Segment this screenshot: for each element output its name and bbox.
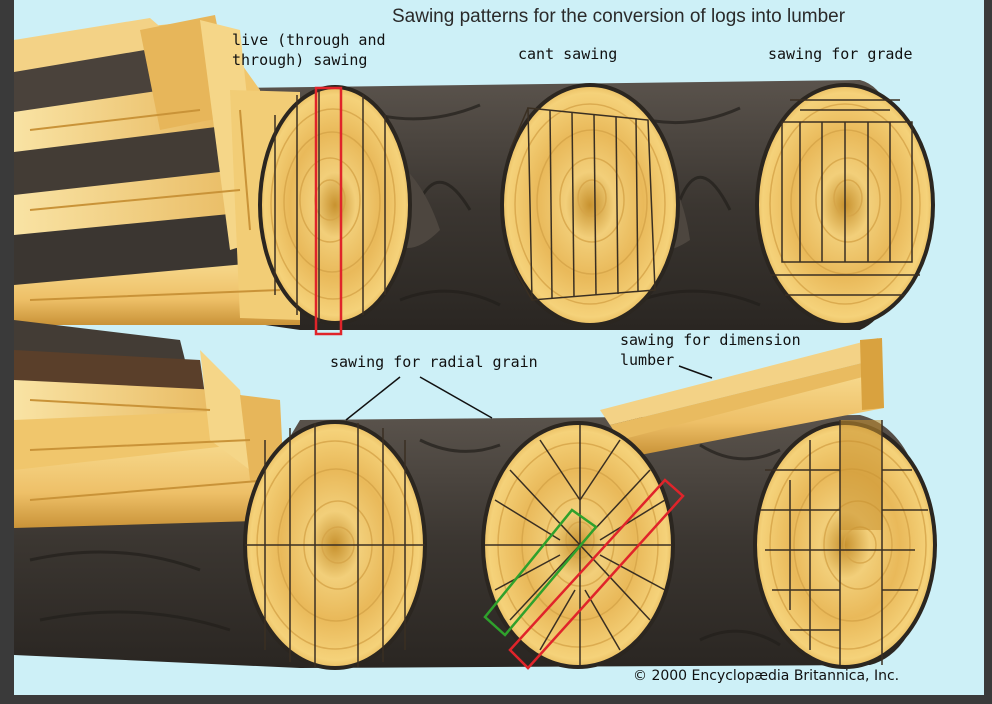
diagram-title: Sawing patterns for the conversion of lo… xyxy=(392,6,845,28)
label-sawing-for-grade: sawing for grade xyxy=(768,44,913,64)
log-end-radial-grain-a xyxy=(245,422,425,668)
log-end-sawing-for-grade xyxy=(757,85,933,325)
label-cant-sawing: cant sawing xyxy=(518,44,617,64)
label-dimension-lumber-line1: sawing for dimension xyxy=(620,330,801,350)
frame-right xyxy=(984,0,992,699)
log-end-cant-sawing xyxy=(502,85,678,325)
label-sawing-for-radial-grain: sawing for radial grain xyxy=(330,352,538,372)
label-dimension-lumber-line2: lumber xyxy=(620,350,674,370)
log-end-dimension-lumber xyxy=(755,420,935,667)
label-live-sawing-line1: live (through and xyxy=(232,30,386,50)
label-live-sawing-line2: through) sawing xyxy=(232,50,367,70)
copyright-credit: © 2000 Encyclopædia Britannica, Inc. xyxy=(633,668,899,684)
frame-left xyxy=(0,0,14,699)
